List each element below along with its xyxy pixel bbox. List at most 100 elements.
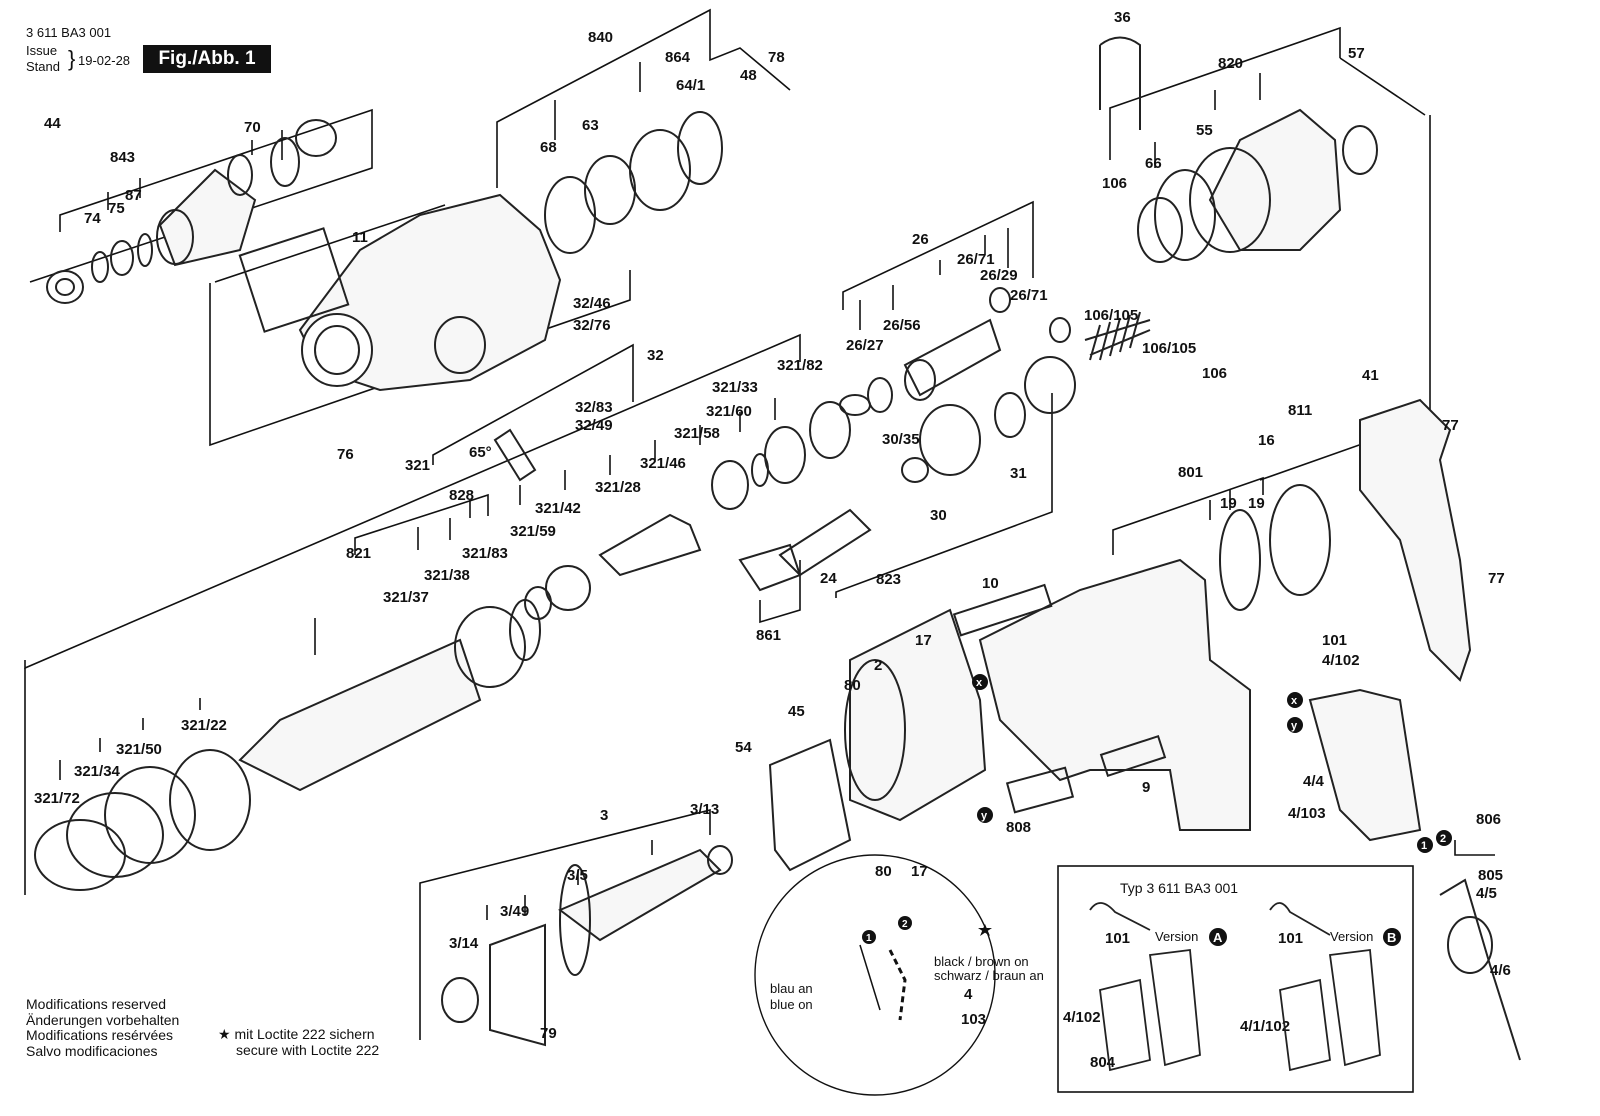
part-callout: 106/105 xyxy=(1084,307,1138,324)
part-callout: 321/50 xyxy=(116,741,162,758)
wire-marker-badge xyxy=(1287,692,1303,708)
stand-label: Stand xyxy=(26,59,60,74)
part-callout: 321/58 xyxy=(674,425,720,442)
part-callout: 828 xyxy=(449,487,474,504)
part-callout: 103 xyxy=(961,1011,986,1028)
modifications-line: Änderungen vorbehalten xyxy=(26,1011,180,1028)
part-callout: 31 xyxy=(1010,465,1027,482)
inset-marker-1: 1 xyxy=(866,933,872,944)
inset-marker-2: 2 xyxy=(902,919,908,930)
part-callout: 78 xyxy=(768,49,785,66)
part-callout: 26 xyxy=(912,231,929,248)
part-callout: 77 xyxy=(1488,570,1505,587)
version-a-part-804: 804 xyxy=(1090,1054,1116,1071)
part-callout: 11 xyxy=(352,229,368,246)
part-callout: 32/83 xyxy=(575,399,613,416)
part-callout: 321/60 xyxy=(706,403,752,420)
part-callout: 70 xyxy=(244,119,261,136)
version-a-letter: A xyxy=(1213,930,1223,945)
wire-marker-label: y xyxy=(1291,720,1298,732)
part-callout: 801 xyxy=(1178,464,1203,481)
version-b-part-101: 101 xyxy=(1278,930,1303,947)
version-b-letter: B xyxy=(1387,930,1396,945)
part-callout: 4/5 xyxy=(1476,885,1497,902)
figure-label: Fig./Abb. 1 xyxy=(143,45,271,73)
part-callout: 321/46 xyxy=(640,455,686,472)
part-callout: 4 xyxy=(964,986,973,1003)
version-b-label: Version xyxy=(1330,929,1373,944)
part-callout: 321/37 xyxy=(383,589,429,606)
blue-en: blue on xyxy=(770,997,813,1012)
part-callout: 26/56 xyxy=(883,317,921,334)
part-callout: 30/35 xyxy=(882,431,920,448)
part-callout: 41 xyxy=(1362,367,1379,384)
part-callout: 321/33 xyxy=(712,379,758,396)
part-callout: 3/49 xyxy=(500,903,529,920)
wiring-inset-circle xyxy=(754,854,996,1096)
part-callout: 54 xyxy=(735,739,752,756)
part-callout: 76 xyxy=(337,446,354,463)
part-callout: 16 xyxy=(1258,432,1275,449)
part-callout: 75 xyxy=(108,200,125,217)
wire-marker-label: 2 xyxy=(1440,833,1446,845)
part-callout: 3/13 xyxy=(690,801,719,818)
version-b-part-4-1-102: 4/1/102 xyxy=(1240,1018,1290,1035)
version-box-content: Typ 3 611 BA3 001 Version A Version B 10… xyxy=(1063,880,1401,1072)
part-callout: 101 xyxy=(1322,632,1347,649)
part-callout: 19 xyxy=(1220,495,1237,512)
part-callout: 3/5 xyxy=(567,867,588,884)
part-callout: 4/4 xyxy=(1303,773,1325,790)
part-callout: 68 xyxy=(540,139,557,156)
wire-marker-label: y xyxy=(981,810,988,822)
part-callout: 17 xyxy=(915,632,932,649)
part-callout: 106/105 xyxy=(1142,340,1196,357)
part-callout: 321/42 xyxy=(535,500,581,517)
part-callout: 32/76 xyxy=(573,317,611,334)
part-callout: 106 xyxy=(1102,175,1127,192)
part-callout: 80 xyxy=(875,863,892,880)
part-callout: 808 xyxy=(1006,819,1031,836)
part-callout: 843 xyxy=(110,149,135,166)
loctite-note: ★ mit Loctite 222 sichern secure with Lo… xyxy=(218,1026,379,1058)
part-callout: 74 xyxy=(84,210,101,227)
part-callout: 321/83 xyxy=(462,545,508,562)
part-callout: 3 xyxy=(600,807,608,824)
bracket-lines xyxy=(24,8,1495,1040)
wire-marker-label: 1 xyxy=(1421,840,1427,852)
modifications-line: Modifications resérvées xyxy=(26,1027,174,1043)
star-icon: ★ xyxy=(218,1026,235,1042)
part-callout: 87 xyxy=(125,187,142,204)
part-callout: 321/59 xyxy=(510,523,556,540)
modifications-line: Salvo modificaciones xyxy=(26,1042,158,1059)
black-brown-en: black / brown on xyxy=(934,954,1029,969)
part-callout: 321 xyxy=(405,457,430,474)
part-callout: 321/22 xyxy=(181,717,227,734)
part-callout: 805 xyxy=(1478,867,1503,884)
part-callout: 4/6 xyxy=(1490,962,1511,979)
version-a-badge xyxy=(1209,928,1227,946)
part-callout: 321/38 xyxy=(424,567,470,584)
part-callout: 9 xyxy=(1142,779,1150,796)
wire-marker-badge xyxy=(972,674,988,690)
version-a-part-4-102: 4/102 xyxy=(1063,1009,1101,1026)
part-callout: 44 xyxy=(44,115,61,132)
part-callout: 66 xyxy=(1145,155,1162,172)
wire-marker-badge xyxy=(1436,830,1452,846)
part-callout: 321/28 xyxy=(595,479,641,496)
part-callout: 26/71 xyxy=(957,251,995,268)
issue-date: 19-02-28 xyxy=(78,53,131,68)
part-shapes xyxy=(34,36,1521,1061)
part-callout: 861 xyxy=(756,627,781,644)
part-callout: 26/27 xyxy=(846,337,884,354)
part-callout: 30 xyxy=(930,507,947,524)
part-callout: 840 xyxy=(588,29,613,46)
part-callout: 3/14 xyxy=(449,935,479,952)
wiring-inset: 1 2 black / brown on schwarz / braun an … xyxy=(770,916,1044,1021)
part-callout: 4/103 xyxy=(1288,805,1326,822)
part-callout: 2 xyxy=(874,657,882,674)
part-callout: 820 xyxy=(1218,55,1243,72)
part-callout: 321/34 xyxy=(74,763,121,780)
modifications-line: Modifications reserved xyxy=(26,996,167,1012)
issue-label: Issue xyxy=(26,43,58,58)
part-callout: 32 xyxy=(647,347,664,364)
